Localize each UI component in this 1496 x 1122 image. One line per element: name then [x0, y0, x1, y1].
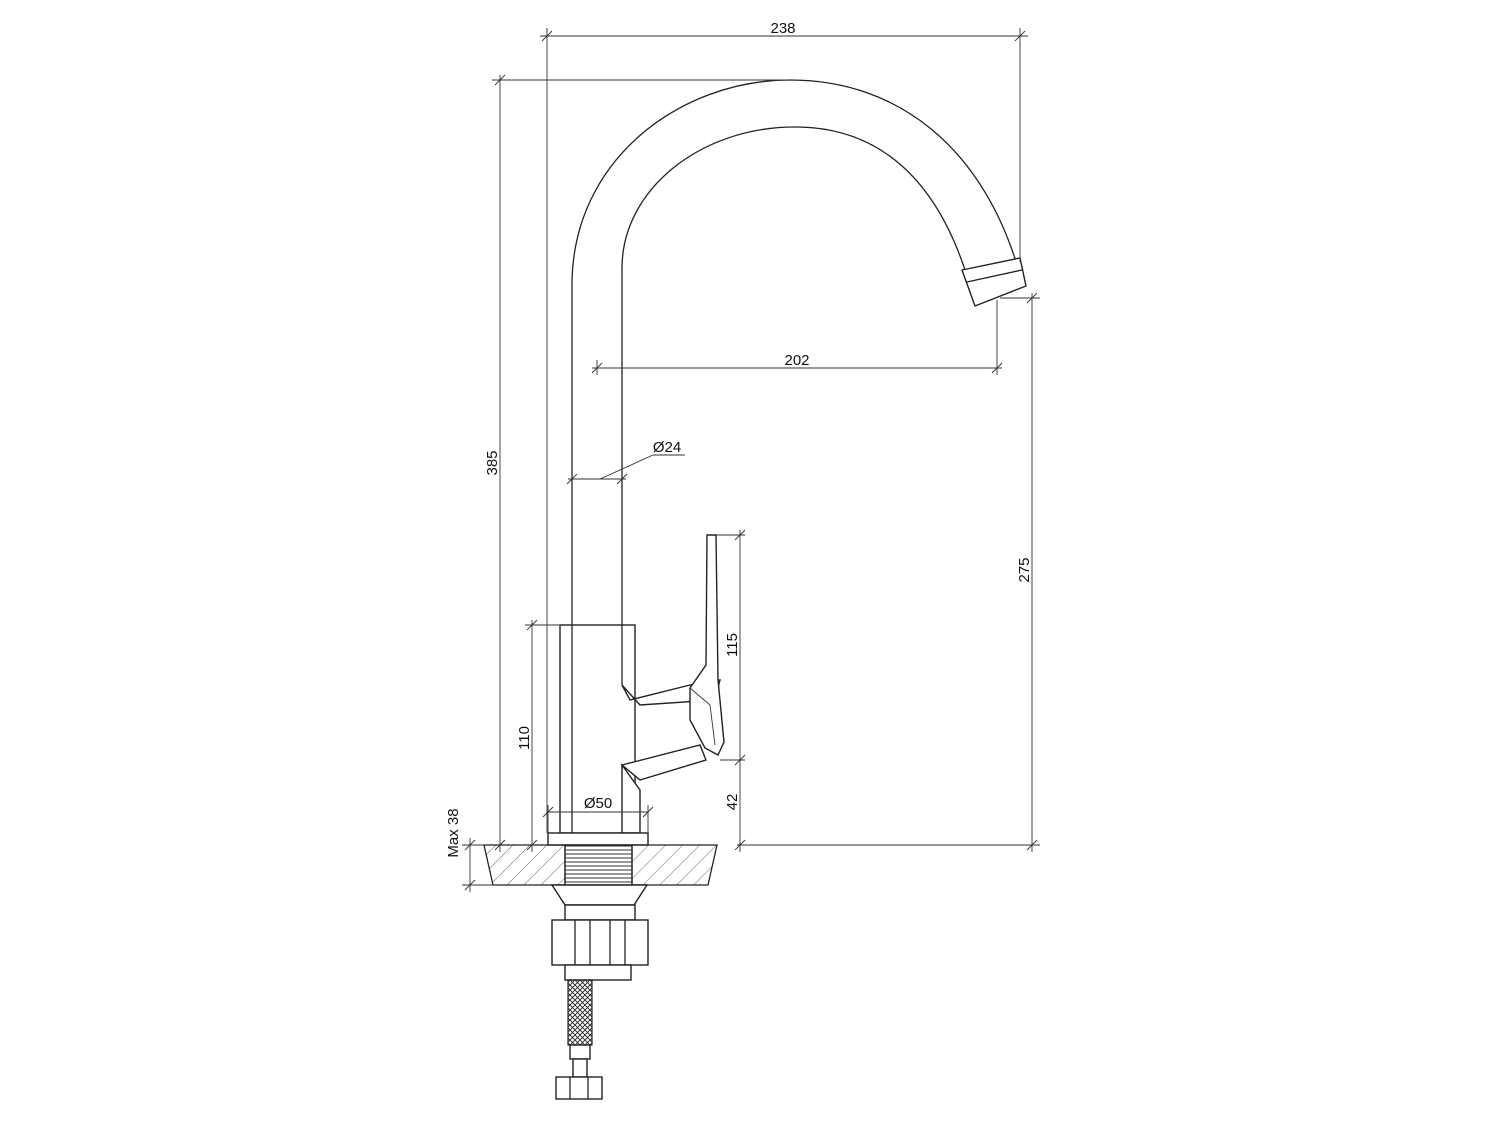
dimension-total-height: [492, 74, 790, 852]
dimension-body-height: [525, 619, 560, 852]
handle-height-label: 115: [724, 633, 741, 657]
dimension-handle-height: [716, 529, 746, 852]
dimension-spout-height: [737, 292, 1040, 852]
dimension-pipe-diameter: [566, 454, 685, 485]
dimension-spout-reach: [591, 300, 1003, 375]
total-reach-label: 238: [770, 20, 795, 37]
body-height-label: 110: [516, 726, 533, 750]
mounting-hardware: [550, 884, 649, 1100]
countertop-section: [483, 844, 718, 886]
dimension-base-diameter: [542, 805, 654, 833]
spout-reach-label: 202: [784, 352, 809, 369]
dimension-counter-thickness: [462, 838, 493, 892]
base-diameter-label: Ø50: [584, 795, 612, 812]
dimension-total-reach: [540, 28, 1028, 833]
spout-height-label: 275: [1016, 557, 1033, 582]
counter-thickness-label: Max 38: [445, 808, 462, 857]
pipe-diameter-label: Ø24: [653, 439, 681, 456]
handle-offset-label: 42: [724, 794, 741, 811]
total-height-label: 385: [484, 450, 501, 475]
handle-lever: [689, 534, 725, 756]
